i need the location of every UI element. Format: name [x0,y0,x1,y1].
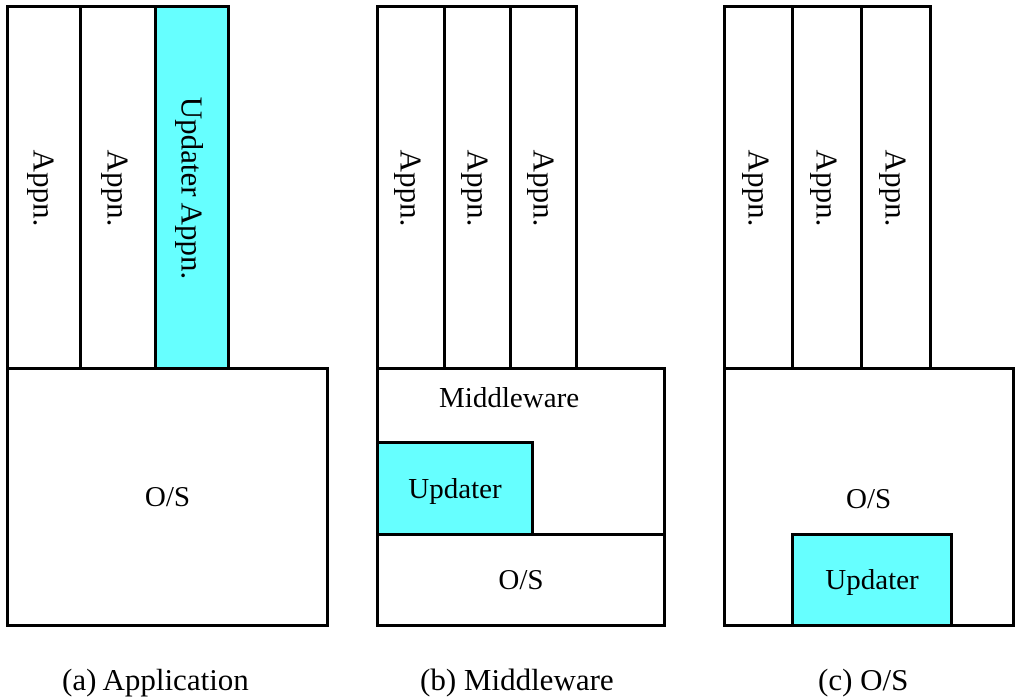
panel-a-app-2: Appn. [79,5,157,370]
panel-b-os-layer: O/S [376,533,666,627]
panel-c-updater: Updater [791,533,953,627]
panel-b-updater: Updater [376,441,534,538]
updater-app-label: Updater Appn. [174,96,210,279]
app-label: Appn. [26,149,62,226]
app-label: Appn. [809,149,845,226]
os-label: O/S [144,480,191,513]
panel-a-app-1: Appn. [6,5,82,370]
middleware-label: Middleware [439,382,580,414]
app-label: Appn. [393,149,429,226]
panel-b-app-3: Appn. [509,5,578,370]
updater-label: Updater [825,563,919,596]
panel-c-app-1: Appn. [723,5,794,370]
app-label: Appn. [100,149,136,226]
os-label: O/S [846,483,892,515]
updater-label: Updater [408,473,502,505]
app-label: Appn. [460,149,495,226]
panel-a-updater-app: Updater Appn. [154,5,230,370]
panel-c-app-3: Appn. [860,5,932,370]
app-label: Appn. [878,149,914,226]
panel-b-caption: (b) Middleware [420,662,614,697]
os-label: O/S [498,563,544,596]
app-label: Appn. [526,149,561,226]
panel-b-app-1: Appn. [376,5,446,370]
app-label: Appn. [741,149,776,226]
panel-a-os-layer: O/S [6,367,329,627]
panel-a-caption: (a) Application [62,662,249,697]
panel-c-app-2: Appn. [791,5,863,370]
panel-c-caption: (c) O/S [818,662,909,697]
panel-b-app-2: Appn. [443,5,512,370]
